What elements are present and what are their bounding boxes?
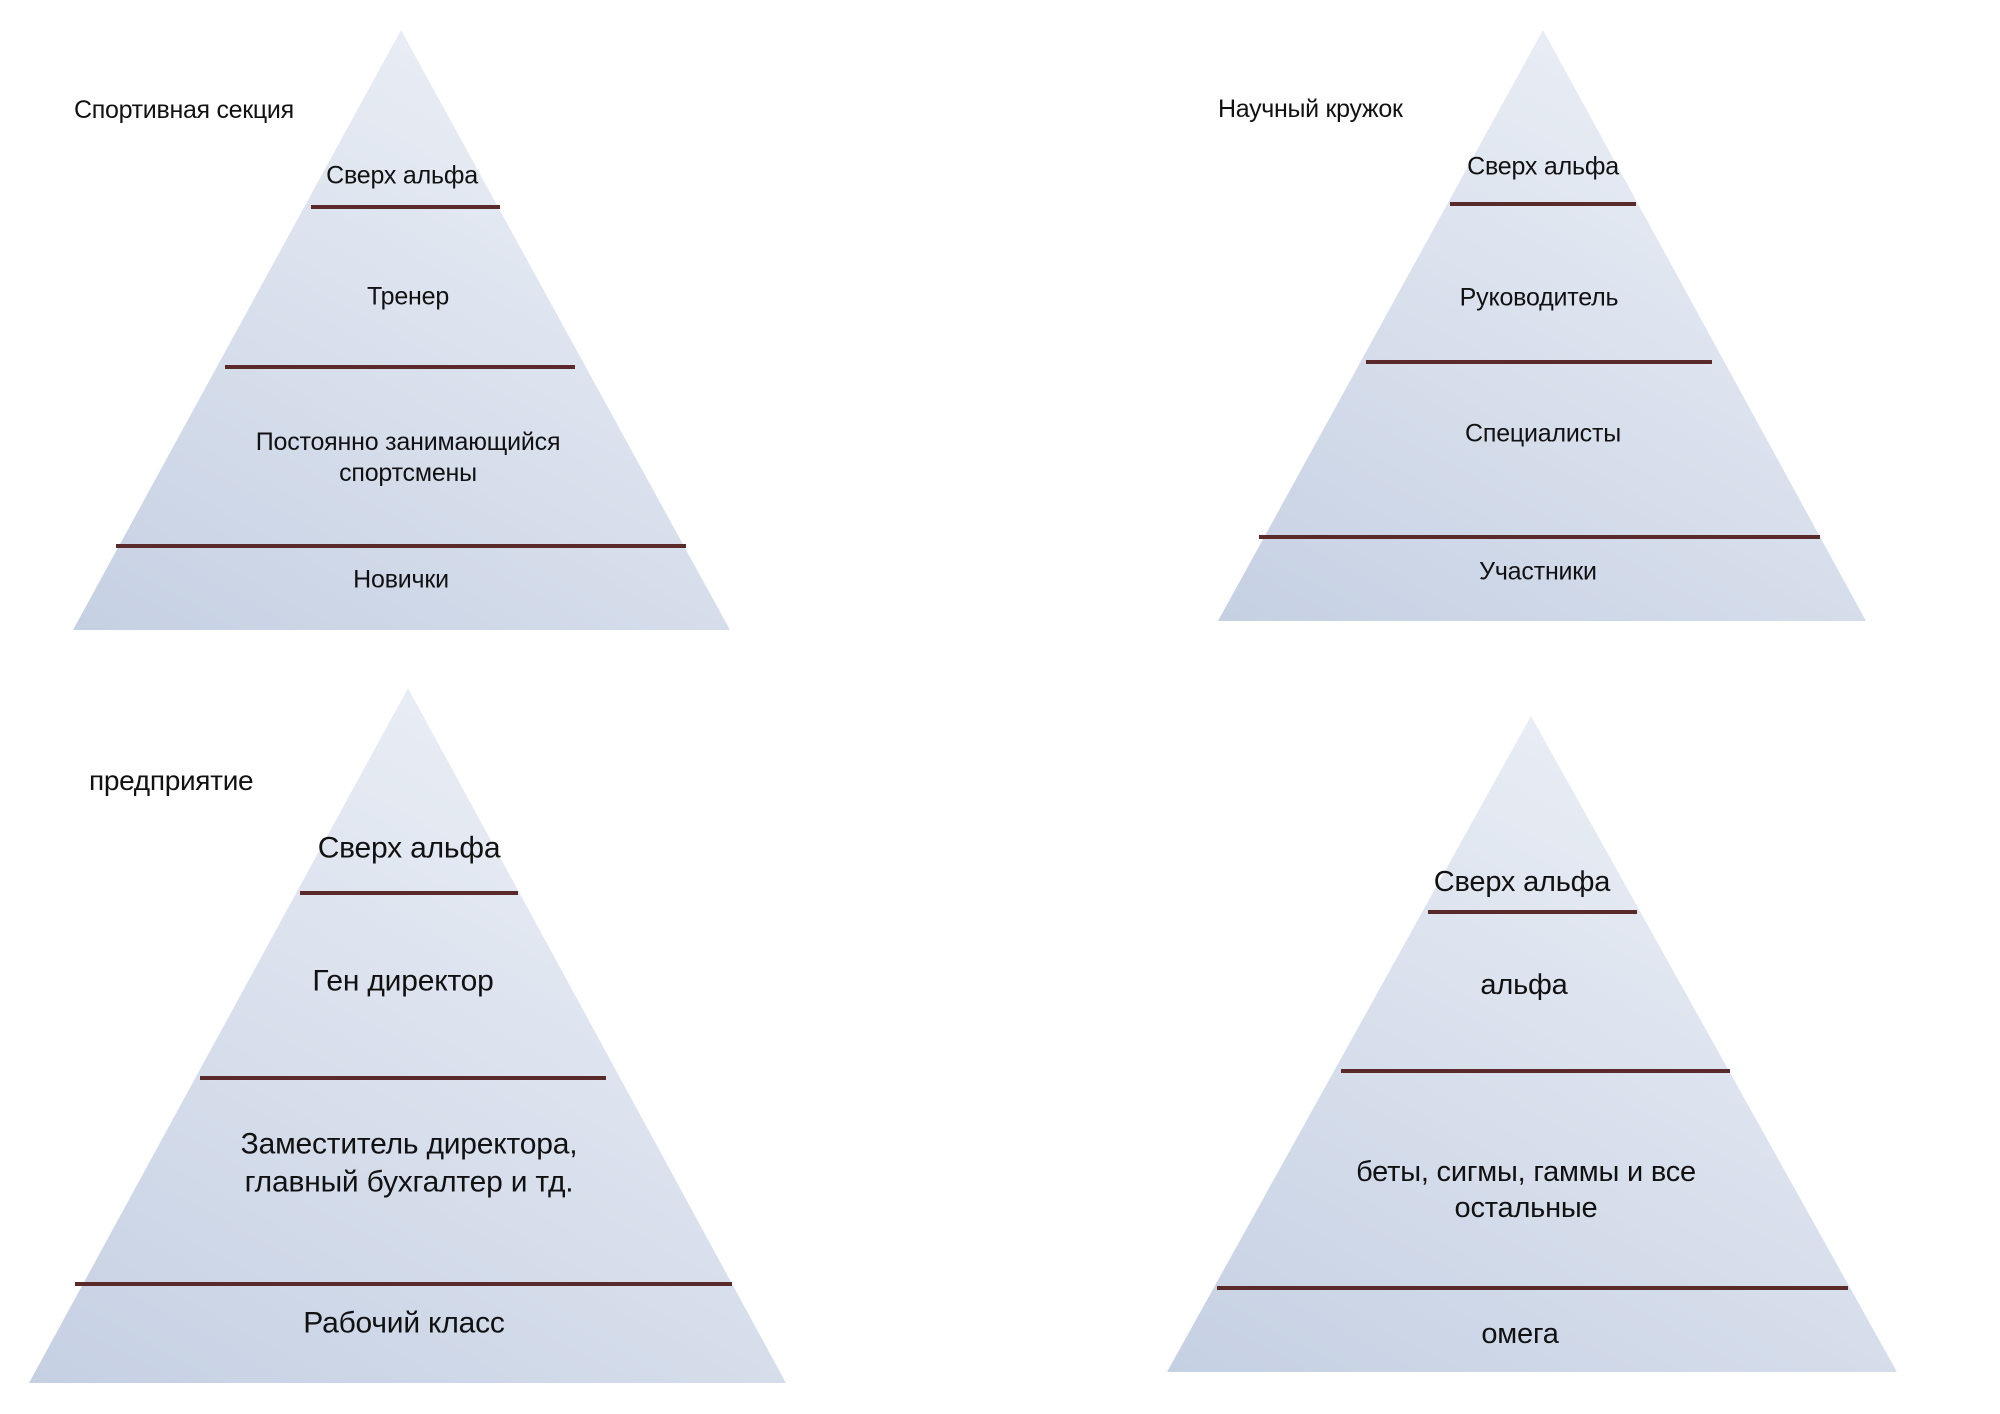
pyramid-level-label: Сверх альфа — [317, 831, 501, 865]
pyramid-level-label: Сверх альфа — [1433, 865, 1611, 898]
pyramid-level-label: Сверх альфа — [1467, 152, 1619, 181]
pyramid-title: Спортивная секция — [74, 96, 294, 124]
pyramid-level-label: Специалисты — [1465, 419, 1621, 448]
pyramid-level-label: Сверх альфа — [326, 161, 478, 190]
pyramid-triangle — [29, 688, 786, 1383]
pyramid-level-label: Тренер — [366, 282, 450, 311]
pyramid-level-label: Новички — [353, 565, 449, 594]
pyramid-level-label: Постоянно занимающийся спортсмены — [255, 427, 561, 487]
pyramid-level-label: Заместитель директора, главный бухгалтер… — [240, 1127, 578, 1199]
pyramid-triangle — [1167, 716, 1897, 1372]
pyramid-level-label: беты, сигмы, гаммы и все остальные — [1356, 1155, 1696, 1224]
pyramid-level-label: Участники — [1479, 557, 1597, 586]
pyramid-level-label: альфа — [1480, 968, 1568, 1001]
pyramid-level-label: Руководитель — [1459, 283, 1619, 312]
pyramid-title: предприятие — [89, 765, 254, 796]
pyramid-triangle — [1218, 30, 1866, 621]
pyramid-level-label: Рабочий класс — [303, 1306, 505, 1340]
pyramid-triangle — [73, 30, 730, 630]
pyramid-level-label: омега — [1481, 1317, 1559, 1350]
pyramid-title: Научный кружок — [1218, 95, 1403, 123]
pyramid-level-label: Ген директор — [312, 964, 494, 998]
